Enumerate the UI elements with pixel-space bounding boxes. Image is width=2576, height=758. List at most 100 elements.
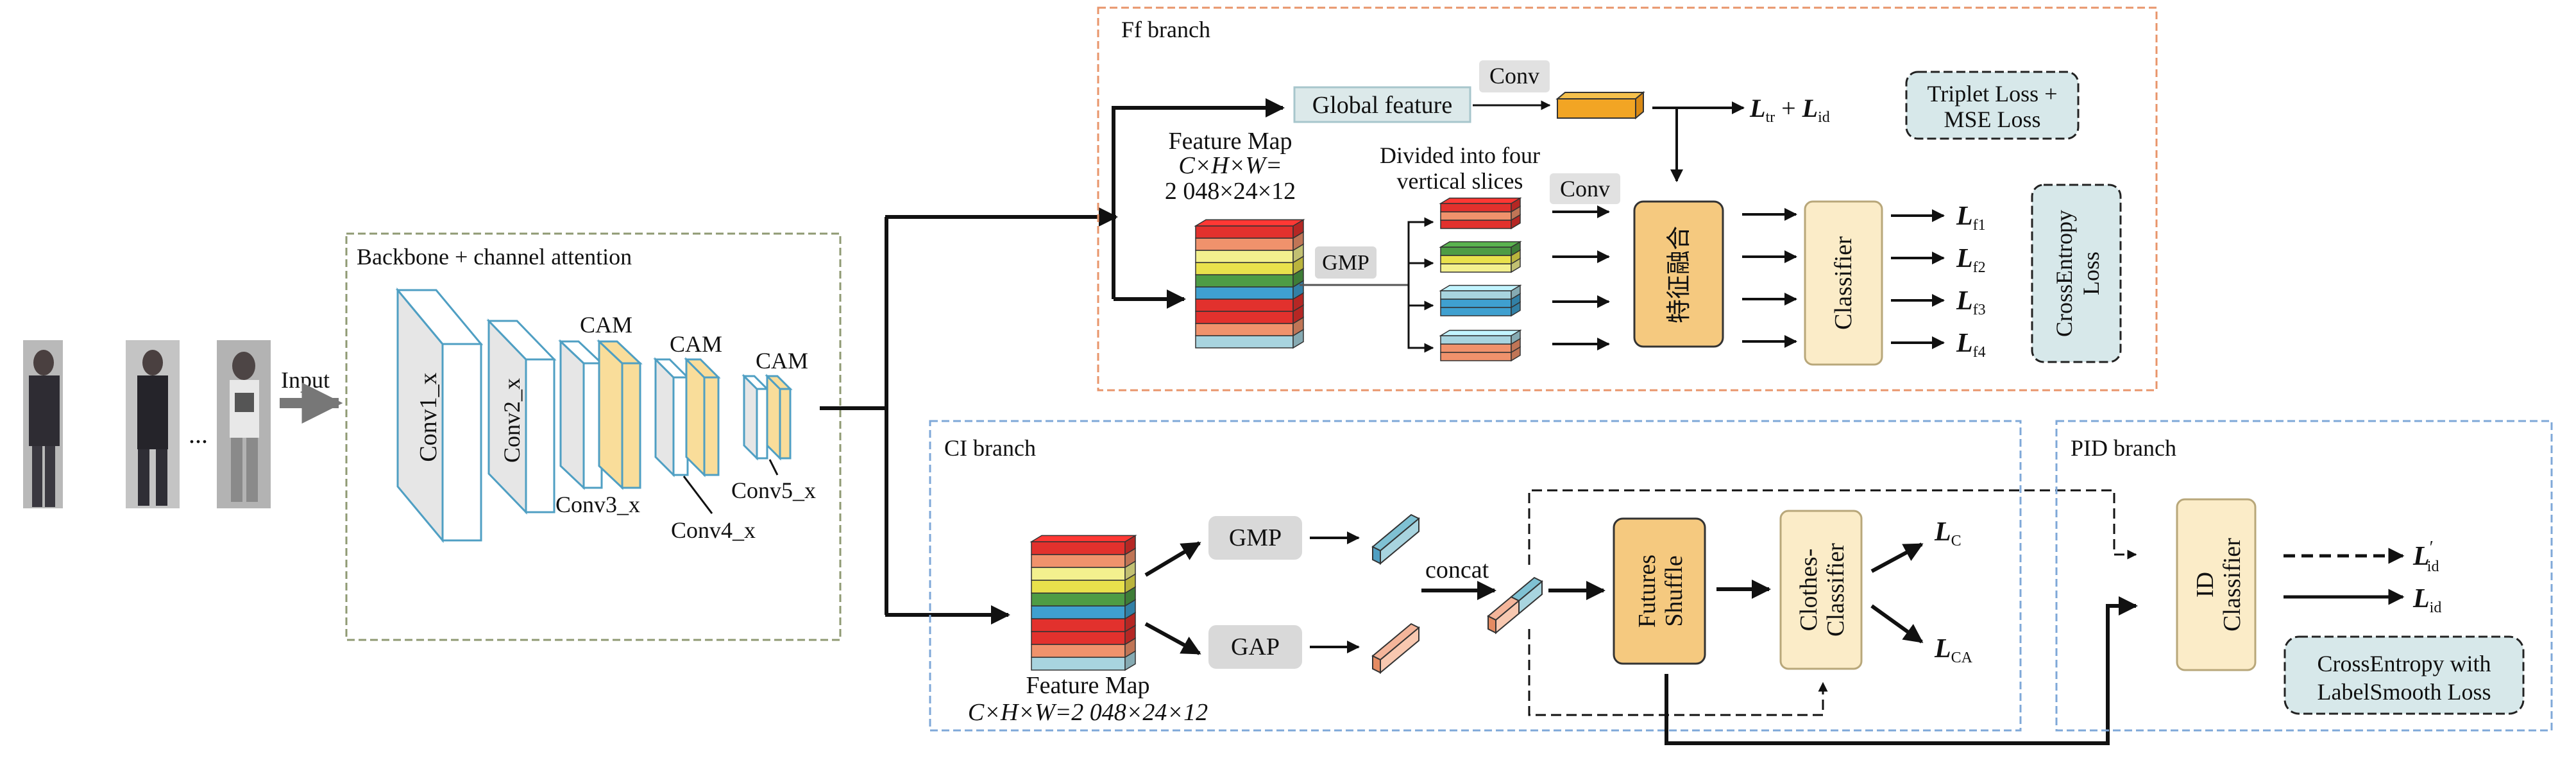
- loss-c: LC: [1934, 517, 1962, 549]
- gap-vector: [1371, 623, 1420, 675]
- label-smooth-line2: LabelSmooth Loss: [2318, 679, 2491, 705]
- triplet-loss-box: [1905, 71, 2080, 140]
- conv-label-top: Conv: [1489, 63, 1539, 89]
- ff-feature-map-line2: C×H×W=: [1178, 152, 1282, 179]
- ff-feature-map-title: Feature Map: [1168, 128, 1292, 155]
- conv4-block: [653, 357, 721, 478]
- shuffle-line2: Shuffle: [1661, 555, 1688, 626]
- vertical-slice-2: [1439, 241, 1522, 273]
- input-label: Input: [281, 367, 330, 393]
- ff-stack-layer: [1195, 243, 1304, 264]
- ff-gmp-label: GMP: [1322, 251, 1369, 275]
- clothes-line2: Classifier: [1822, 543, 1849, 637]
- backbone-output-line: [820, 217, 888, 615]
- ci-gmp-label: GMP: [1229, 524, 1282, 551]
- divided-line2: vertical slices: [1397, 168, 1523, 194]
- shuffle-box[interactable]: [1613, 517, 1706, 665]
- global-vector: [1555, 90, 1645, 120]
- conv1-label: Conv1_x: [415, 372, 442, 461]
- slice-3-layer: [1439, 284, 1522, 300]
- ff-classifier-box[interactable]: [1804, 200, 1883, 366]
- ci-gap-label: GAP: [1231, 633, 1280, 660]
- concat-vector: [1487, 576, 1543, 635]
- slice-1-layer: [1439, 197, 1522, 213]
- label-smooth-line1: CrossEntropy with: [2317, 651, 2491, 676]
- pid-branch-box: [2055, 420, 2553, 732]
- ci-gap-box[interactable]: [1208, 625, 1302, 669]
- cam-label-3: CAM: [756, 348, 808, 374]
- global-feature-label: Global feature: [1312, 92, 1452, 119]
- loss-ca: LCA: [1934, 634, 1973, 666]
- label-smooth-loss-box: [2284, 635, 2525, 715]
- id-classifier-box[interactable]: [2176, 498, 2257, 671]
- ci-feature-map-dims: C×H×W=2 048×24×12: [968, 699, 1208, 726]
- slice-1-layer: [1440, 205, 1521, 221]
- person-image-3: [217, 340, 271, 508]
- vertical-slice-4: [1439, 329, 1522, 362]
- conv1-block: Conv1_x: [395, 287, 484, 544]
- clothes-classifier-box[interactable]: [1779, 510, 1863, 670]
- ff-gmp-box: [1315, 246, 1377, 279]
- conv4-pointer: [682, 476, 713, 514]
- backbone-title: Backbone + channel attention: [357, 244, 632, 270]
- ci-gmp-box[interactable]: [1208, 516, 1302, 560]
- concat-label: concat: [1425, 556, 1489, 583]
- ff-branch-title: Ff branch: [1121, 17, 1210, 42]
- conv2-label: Conv2_x: [499, 378, 525, 463]
- global-feature-box: [1293, 86, 1471, 123]
- ci-branch-title: CI branch: [944, 435, 1036, 461]
- fusion-label: 特征融合: [1666, 226, 1693, 323]
- conv3-block: [558, 339, 643, 490]
- cam-label-1: CAM: [580, 312, 632, 338]
- loss-tr-main: L: [1749, 94, 1765, 123]
- conv4-label: Conv4_x: [671, 517, 756, 543]
- person-image-2: [126, 340, 180, 508]
- clothes-line1: Clothes-: [1795, 549, 1822, 632]
- loss-f3: Lf3: [1956, 286, 1986, 318]
- ff-classifier-label: Classifier: [1830, 236, 1857, 330]
- conv5-label: Conv5_x: [731, 478, 816, 503]
- backbone-box: [345, 232, 842, 641]
- loss-f4: Lf4: [1956, 329, 1986, 361]
- vertical-slice-3: [1439, 284, 1522, 317]
- conv-box-top: [1479, 60, 1550, 92]
- crossentropy-line2: Loss: [2078, 252, 2104, 295]
- conv-label-slices: Conv: [1560, 176, 1610, 202]
- divided-line1: Divided into four: [1380, 142, 1540, 168]
- ff-branch-box: [1097, 6, 2158, 392]
- person-image-1: [23, 340, 63, 508]
- ff-stack-layer: [1195, 316, 1304, 337]
- clothes-to-lca-arrow: [1870, 604, 1924, 644]
- vertical-slices: [1439, 197, 1522, 362]
- loss-f1: Lf1: [1956, 202, 1986, 234]
- loss-id-prime: L′id: [2412, 538, 2439, 575]
- crossentropy-loss-box: [2031, 184, 2122, 363]
- gmp-vector: [1371, 513, 1420, 565]
- loss-id-sub: id: [1818, 109, 1830, 126]
- ci-stack-layer: [1031, 586, 1136, 607]
- conv5-pointer: [768, 459, 779, 476]
- ff-feature-map-line3: 2 048×24×12: [1165, 178, 1296, 205]
- ff-stack-layer: [1194, 219, 1305, 239]
- loss-id: Lid: [2412, 584, 2441, 616]
- slice-2-layer: [1440, 249, 1521, 265]
- slice-4-layer: [1439, 329, 1522, 345]
- crossentropy-line1: CrossEntropy: [2051, 210, 2077, 337]
- fusion-box[interactable]: [1633, 200, 1724, 348]
- conv5-block: [741, 374, 793, 461]
- ff-stack-layer: [1195, 268, 1304, 288]
- id-line2: Classifier: [2219, 538, 2246, 632]
- id-line1: ID: [2192, 572, 2219, 598]
- person-images: ...: [23, 340, 271, 508]
- cam-label-2: CAM: [670, 331, 722, 357]
- loss-id-main: L: [1802, 94, 1818, 123]
- ff-global-path: [1112, 98, 1285, 299]
- ci-branch-box: [929, 420, 2022, 732]
- ci-feature-map-stack: [1030, 535, 1137, 671]
- dashed-feedback-loop: [1528, 629, 1828, 716]
- ci-stack-layer: [1030, 535, 1137, 556]
- slice-4-layer: [1440, 338, 1521, 354]
- slice-4-layer: [1440, 346, 1521, 362]
- slice-2-layer: [1439, 241, 1522, 257]
